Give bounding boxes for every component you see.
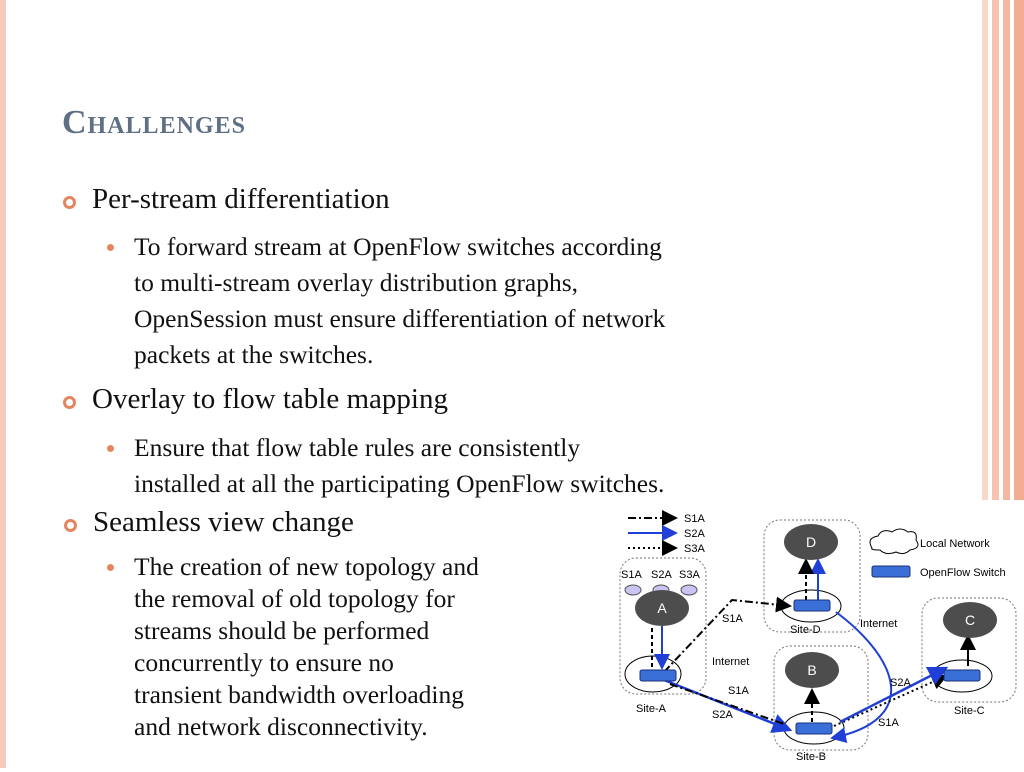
right-stripe — [982, 0, 988, 768]
stream-label: S2A — [712, 709, 733, 721]
internet-label: Internet — [860, 618, 897, 630]
bullet-icon — [64, 519, 77, 532]
left-border-decoration — [0, 0, 6, 768]
openflow-switch-icon — [639, 669, 677, 682]
section-body-line: concurrently to ensure no — [134, 648, 394, 677]
stream-label: S3A — [679, 569, 700, 581]
switch-icon — [871, 565, 911, 578]
section-heading: Per-stream differentiation — [92, 183, 390, 215]
openflow-switch-icon — [943, 669, 981, 682]
right-stripe — [1003, 0, 1010, 768]
legend-label-s2: S2A — [684, 528, 705, 540]
stream-bubble — [624, 584, 642, 596]
network-topology-diagram: S1A S2A S3A Local Network OpenFlow Switc… — [596, 500, 1024, 768]
stream-bubble — [680, 584, 698, 596]
site-label: Site-A — [636, 703, 667, 715]
site-label: Site-D — [790, 624, 821, 636]
section-body-line: streams should be performed — [134, 616, 430, 645]
openflow-switch-icon — [793, 599, 831, 612]
section-body-line: and network disconnectivity. — [134, 712, 428, 741]
stream-label: S2A — [651, 569, 672, 581]
bullet-icon — [63, 196, 76, 209]
stream-label: S1A — [728, 685, 749, 697]
section-body-line: To forward stream at OpenFlow switches a… — [134, 232, 662, 261]
sub-bullet-icon — [107, 564, 114, 571]
legend-label-local-network: Local Network — [920, 538, 990, 550]
section-body-line: the removal of old topology for — [134, 584, 455, 613]
stream-link — [833, 674, 948, 727]
node-c-label: C — [965, 612, 975, 628]
legend-label-openflow-switch: OpenFlow Switch — [920, 567, 1006, 579]
node-a — [635, 590, 689, 626]
openflow-switch-icon — [795, 722, 833, 735]
node-b — [785, 652, 839, 688]
legend-label-s1: S1A — [684, 513, 705, 525]
site-label: Site-C — [954, 705, 985, 717]
section-body-line: Ensure that flow table rules are consist… — [134, 433, 581, 462]
section-body-line: The creation of new topology and — [134, 552, 479, 581]
stream-link — [663, 596, 792, 673]
node-d — [784, 524, 838, 560]
stream-label: S2A — [890, 677, 911, 689]
site-label: Site-B — [796, 751, 826, 763]
stream-link — [669, 683, 785, 725]
stream-label: S1A — [621, 569, 642, 581]
sub-bullet-icon — [107, 244, 114, 251]
section-body-line: OpenSession must ensure differentiation … — [134, 304, 666, 333]
stream-label: S1A — [722, 613, 743, 625]
cloud-icon — [869, 528, 919, 555]
section-heading: Overlay to flow table mapping — [92, 383, 448, 415]
node-b-label: B — [807, 662, 816, 678]
stream-link — [839, 666, 949, 724]
right-stripe — [992, 0, 999, 768]
stream-link — [830, 611, 892, 744]
section-heading: Seamless view change — [93, 506, 354, 538]
slide-title: Challenges — [62, 104, 246, 141]
section-body-line: packets at the switches. — [134, 340, 374, 369]
node-d-label: D — [806, 534, 816, 550]
sub-bullet-icon — [107, 445, 114, 452]
site-d-border — [763, 519, 861, 633]
node-c — [943, 602, 997, 638]
stream-label: S1A — [878, 717, 899, 729]
internet-label: Internet — [712, 656, 749, 668]
section-body-line: transient bandwidth overloading — [134, 680, 465, 709]
section-body-line: to multi-stream overlay distribution gra… — [134, 268, 579, 297]
bullet-icon — [63, 396, 76, 409]
right-stripe — [1014, 0, 1024, 768]
legend-label-s3: S3A — [684, 543, 705, 555]
node-a-label: A — [657, 600, 667, 616]
section-body-line: installed at all the participating OpenF… — [134, 469, 665, 498]
